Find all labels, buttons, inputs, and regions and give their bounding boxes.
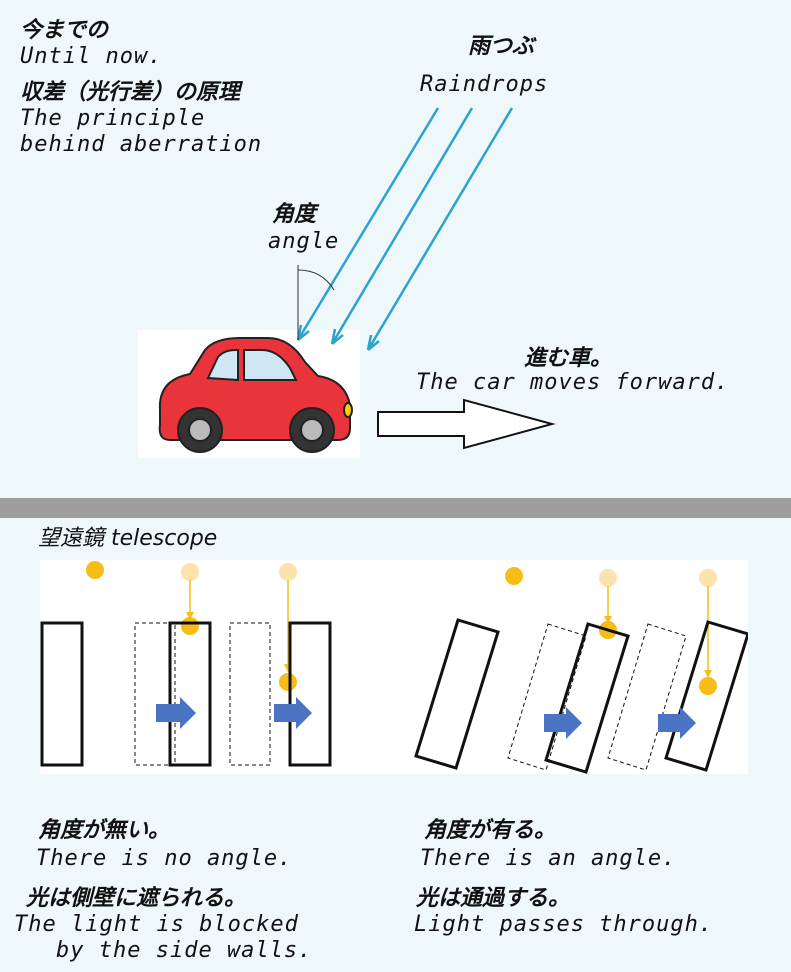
light-particle-faint (599, 569, 617, 587)
section-divider (0, 498, 791, 518)
car-label-jp: 進む車。 (524, 346, 613, 371)
angle-arc (297, 269, 335, 291)
telescope-tube (544, 622, 630, 774)
no-angle-title-jp: 角度が無い。 (38, 818, 171, 843)
no-angle-title-en: There is no angle. (36, 846, 293, 871)
light-path-arrowhead (186, 612, 194, 620)
raindrop-lines (296, 107, 514, 351)
raindrops-label-en: Raindrops (420, 72, 549, 97)
motion-arrow (274, 697, 312, 729)
header-title-en: Until now. (20, 44, 163, 69)
angle-label-en: angle (268, 229, 340, 254)
angle-desc-jp: 光は通過する。 (416, 886, 571, 911)
motion-arrow (658, 707, 696, 739)
telescope-label: 望遠鏡 telescope (38, 526, 218, 551)
telescope-tube-ghost (229, 622, 271, 766)
header-title-jp: 今までの (20, 18, 109, 43)
header-subtitle-en-line1: The principle (20, 106, 206, 131)
light-particle (181, 617, 199, 635)
car (158, 337, 353, 453)
telescope-tube-ghost (607, 623, 687, 771)
telescope-tube-ghost (507, 623, 587, 771)
light-path-arrowhead (604, 616, 612, 624)
telescope-tube (40, 621, 84, 767)
light-particle-faint (181, 563, 199, 581)
motion-arrow (156, 697, 196, 729)
angle-desc-en: Light passes through. (414, 912, 714, 937)
header-subtitle-en-line2: behind aberration (20, 132, 263, 157)
car-label-en: The car moves forward. (416, 370, 730, 395)
forward-arrow (377, 398, 556, 450)
car-window-rear (243, 349, 298, 381)
aberration-illustration (138, 107, 556, 458)
telescope-angle-panel (410, 560, 748, 774)
wheel-front-rim (188, 418, 212, 442)
telescope-no-angle-panel (40, 560, 410, 774)
raindrop-arrowhead-2 (330, 328, 344, 345)
angle-label-jp: 角度 (272, 202, 317, 227)
no-angle-desc-jp: 光は側壁に遮られる。 (26, 886, 247, 911)
car-window-front (206, 349, 239, 382)
raindrop-line-3 (366, 107, 514, 351)
light-particle (279, 673, 297, 691)
angle-title-en: There is an angle. (420, 846, 677, 871)
light-particle-faint (279, 563, 297, 581)
no-angle-desc-en-line1: The light is blocked (14, 912, 299, 937)
light-particle (505, 567, 523, 585)
telescope-tube (414, 618, 500, 770)
header-subtitle-jp: 収差（光行差）の原理 (20, 80, 241, 105)
light-particle (86, 561, 104, 579)
raindrop-arrowhead-3 (366, 334, 380, 351)
motion-arrow (544, 707, 582, 739)
light-path-arrowhead (704, 670, 712, 678)
no-angle-desc-en-line2: by the side walls. (56, 938, 313, 963)
telescope-tube (664, 620, 748, 772)
raindrops-label-jp: 雨つぶ (468, 34, 535, 59)
raindrop-line-1 (296, 107, 440, 341)
light-particle (699, 677, 717, 695)
headlight (343, 402, 353, 418)
wheel-rear-rim (300, 418, 324, 442)
angle-title-jp: 角度が有る。 (424, 818, 557, 843)
light-particle-faint (699, 569, 717, 587)
telescope-tube (288, 621, 332, 767)
telescope-tube (168, 621, 212, 767)
raindrop-line-2 (330, 107, 474, 345)
